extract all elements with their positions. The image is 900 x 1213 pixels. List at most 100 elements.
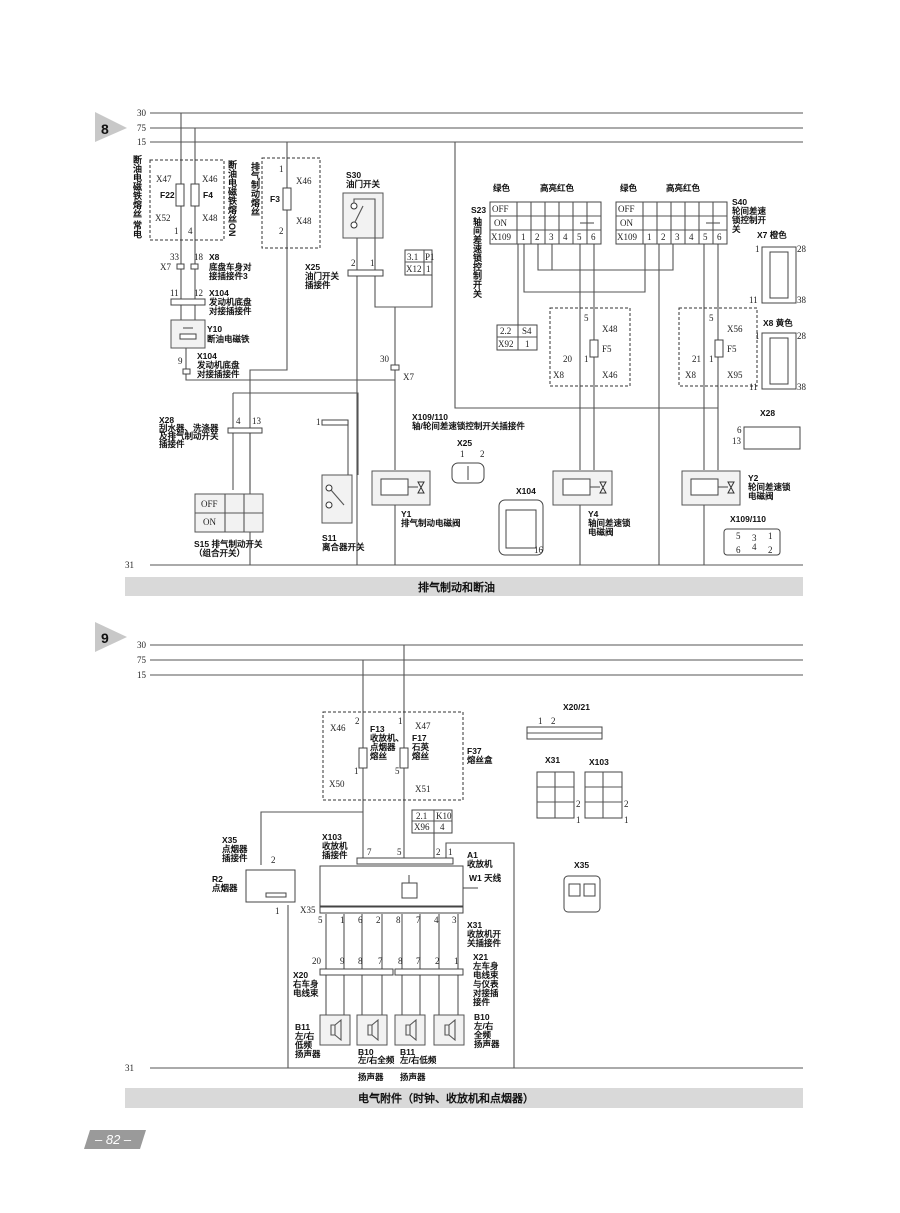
desc: 电线束 [293,988,319,998]
desc: 对接插 [473,988,499,998]
label-y1: Y1 [401,509,412,519]
pin: 20 [312,956,322,966]
label-x7: X7 [403,372,414,382]
pin: 2 [661,232,666,242]
bus-label-15: 15 [137,137,147,147]
pin: 16 [534,545,544,555]
section-title: 排气制动和断油 [418,580,495,594]
pin: 6 [736,545,741,555]
pin: 6 [737,425,742,435]
label-x28: X28 [159,415,174,425]
label-s40: S40 [732,197,747,207]
fuse-box-f3: 排气制动熔丝 1 X46 F3 X48 2 [250,157,321,249]
pin-1: 1 [279,164,284,174]
pin: 2 [436,847,441,857]
desc: 接件 [473,997,491,1007]
fuse-f17 [399,747,409,769]
pin: 13 [732,436,742,446]
pin-2: 2 [351,258,356,268]
pin: 2 [551,716,556,726]
label-x46: X46 [330,723,346,733]
pin: 1 [460,449,465,459]
pin-1: 1 [370,258,375,268]
bus-label-75: 75 [137,123,147,133]
desc: 点烟器 [370,742,396,752]
label-x50: X50 [329,779,345,789]
speaker-icon [330,1018,456,1042]
label-x48: X48 [602,324,618,334]
radio-a1: X103 收放机 插接件 7 5 2 1 A1 收放机 W1 天线 X35 5 … [300,832,502,948]
title: X8 黄色 [763,318,793,328]
label-antenna-w1: W1 天线 [469,873,502,883]
fuse-f5-wheel: 5 X56 F5 21 1 X8 X95 [678,307,758,387]
pin-33: 33 [170,252,180,262]
label-on: ON [203,517,216,527]
label-x104: X104 [209,288,229,298]
pin: 6 [591,232,596,242]
bus-label-31: 31 [125,560,134,570]
pin: 2 [435,956,440,966]
desc: 排气制动电磁阀 [401,518,461,528]
label-b10: B10 [474,1012,490,1022]
desc: 油门开关 [305,271,340,281]
ref: X92 [498,339,514,349]
desc: 轮间差速锁 [748,482,791,492]
section-title-bar [125,1088,803,1108]
desc: 熔丝 [412,751,430,761]
connector-drawing-x25: X25 1 2 [451,438,485,484]
connector-x25: 2 1 X25 油门开关 插接件 [305,258,384,290]
desc: 左/右 [473,1021,494,1031]
pin: 1 [340,915,345,925]
title: X109/110 [730,514,766,524]
switch-s30: S30 油门开关 [342,170,384,239]
cigarette-lighter-r2: X35 点烟器 插接件 2 1 R2 点烟器 [212,835,296,916]
label-x52: X52 [155,213,171,223]
connector-drawing-x31: X31 2 1 [536,755,581,825]
pin: 28 [797,244,807,254]
switch-s11: 1 S11 离合器开关 [316,417,365,552]
desc: 收放机 [467,859,493,869]
fuse-f3 [282,187,292,211]
pin: 38 [797,295,807,305]
fuse-box-f37: 2 X46 F13 收放机、 点烟器 熔丝 1 X47 F17 石英 熔丝 1 … [322,711,493,801]
pin: 2 [768,545,773,555]
pin: 1 [576,815,581,825]
label-s11: S11 [322,533,337,543]
row-x109: X109 [617,232,637,242]
title: X7 橙色 [757,230,787,240]
pin: 38 [797,382,807,392]
ref: S4 [522,326,532,336]
pin: 2 [576,799,581,809]
row-x109: X109 [491,232,511,242]
desc: 轮间差速 [732,206,767,216]
row-on: ON [620,218,633,228]
pin: 5 [703,232,708,242]
ref: 2.1 [416,811,427,821]
connector-x20-x21: 20 9 8 7 8 7 2 1 X20 右车身 电线束 X21 左车身 电线束… [292,952,499,1007]
desc: 刮水器、洗涤器 [159,423,219,433]
ref: X96 [414,822,430,832]
desc: 收放机 [322,841,348,851]
label-x56: X56 [727,324,743,334]
label-x46: X46 [202,174,218,184]
label-off: OFF [201,499,218,509]
pin-30: 30 [380,354,390,364]
desc: 轴间差速锁 [588,518,631,528]
ref: K10 [436,811,452,821]
desc: 电磁阀 [588,527,614,537]
desc: 底盘车身对 [209,262,252,272]
label-f13: F13 [370,724,385,734]
connector-drawing-x7: X7 橙色 1 28 11 38 [749,230,807,305]
pin: 11 [749,382,758,392]
label-f37: F37 [467,746,482,756]
desc: 插接件 [159,439,185,449]
pin: 7 [367,847,372,857]
desc: 电线束 [473,970,499,980]
title: X35 [574,860,589,870]
label-x31: X31 [467,920,482,930]
label-x8: X8 [553,370,564,380]
connector-x104-bottom: 9 X104 发动机底盘 对接插接件 [178,351,240,379]
desc: 锁控制开 [732,215,767,225]
pin: 5 [736,531,741,541]
pin-2: 2 [355,716,360,726]
